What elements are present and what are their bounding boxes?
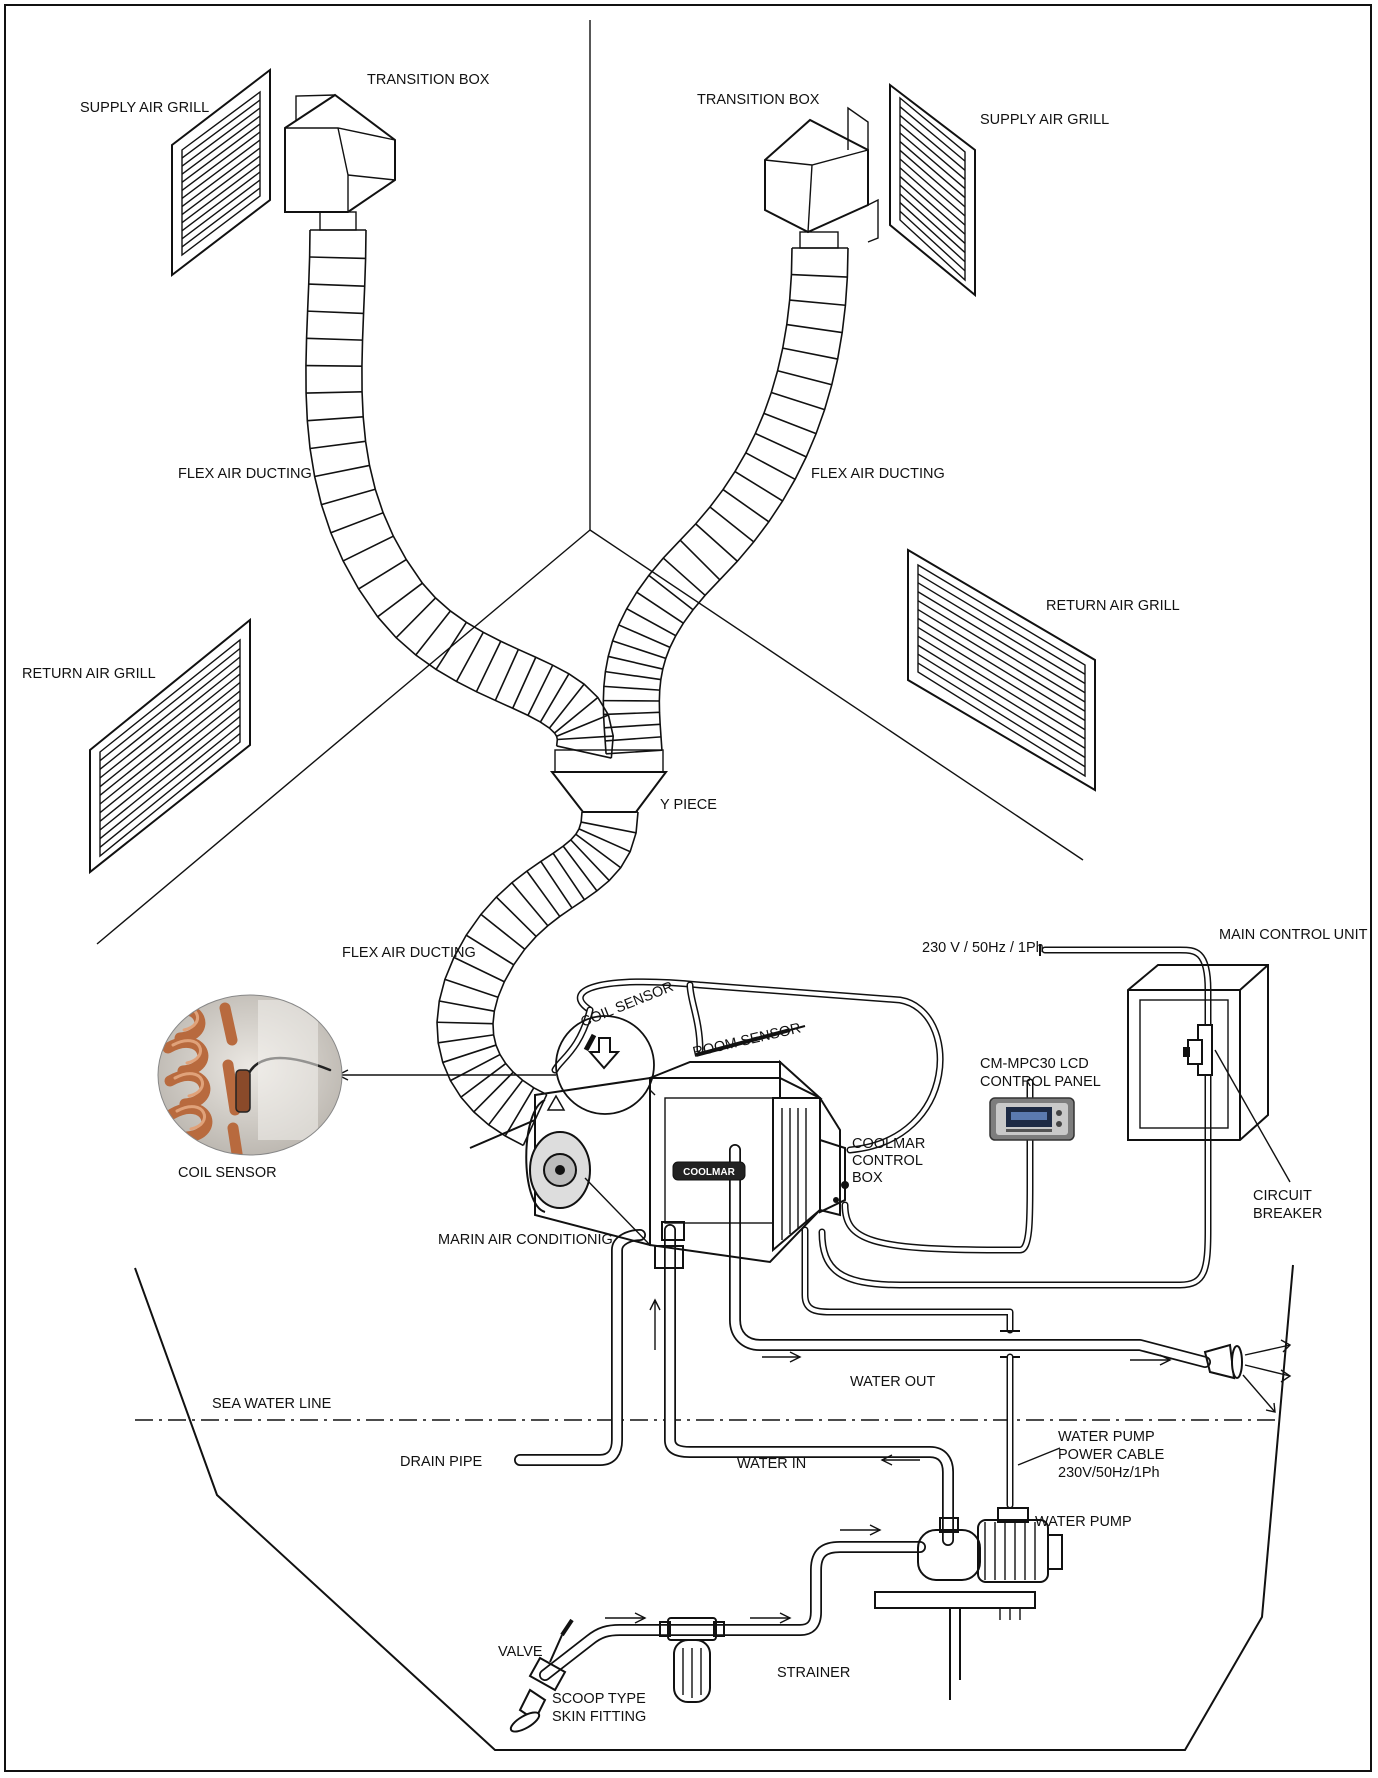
unit-brand-logo: COOLMAR	[683, 1167, 735, 1178]
room-walls	[96, 20, 1084, 945]
labels: TRANSITION BOX SUPPLY AIR GRILL TRANSITI…	[22, 72, 1368, 1725]
label-main-control-unit: MAIN CONTROL UNIT	[1219, 927, 1368, 943]
label-circuit-breaker-line1: CIRCUIT	[1253, 1188, 1312, 1204]
label-transition-box-right: TRANSITION BOX	[697, 92, 820, 108]
label-supply-air-grill-right: SUPPLY AIR GRILL	[980, 112, 1109, 128]
main-control-unit	[1127, 964, 1291, 1183]
label-supply-air-grill-left: SUPPLY AIR GRILL	[80, 100, 209, 116]
valve	[528, 1618, 574, 1692]
label-coolmar-box-line3: BOX	[852, 1170, 883, 1186]
label-flex-air-ducting-bottom: FLEX AIR DUCTING	[342, 945, 476, 961]
control-cables	[551, 944, 1212, 1509]
coil-sensor-photo	[157, 994, 343, 1156]
boat-hull	[134, 1264, 1294, 1751]
label-water-pump: WATER PUMP	[1035, 1514, 1132, 1530]
flow-arrows	[605, 1298, 1172, 1624]
label-drain-pipe: DRAIN PIPE	[400, 1454, 483, 1470]
strainer	[659, 1617, 725, 1703]
drain-pipe	[514, 1229, 646, 1466]
diagram-frame	[4, 4, 1372, 1772]
label-water-pump-cable-line2: POWER CABLE	[1058, 1447, 1165, 1463]
label-lcd-panel-line1: CM-MPC30 LCD	[980, 1056, 1089, 1072]
flex-air-ducting-right	[602, 247, 849, 755]
water-in-pipe	[664, 1224, 954, 1546]
return-air-grill-left	[89, 617, 251, 875]
label-coolmar-box-line2: CONTROL	[852, 1153, 923, 1169]
circuit-breaker	[1183, 1024, 1213, 1076]
suction-pipe	[539, 1541, 926, 1681]
room-sensor	[695, 1025, 806, 1057]
flex-air-ducting-left	[305, 229, 615, 759]
label-room-sensor: ROOM SENSOR	[691, 1020, 802, 1060]
water-outlet-fitting	[1203, 1343, 1243, 1380]
label-y-piece: Y PIECE	[660, 797, 717, 813]
transition-box-left	[284, 93, 396, 231]
label-scoop-line1: SCOOP TYPE	[552, 1691, 646, 1707]
supply-air-grill-right	[889, 82, 976, 298]
label-power-supply: 230 V / 50Hz / 1Ph	[922, 940, 1044, 956]
marine-air-conditioning-unit: COOLMAR	[469, 1059, 849, 1269]
label-marin-ac: MARIN AIR CONDITIONIG	[438, 1232, 613, 1248]
label-water-in: WATER IN	[737, 1456, 806, 1472]
water-pump	[874, 1507, 1063, 1700]
y-piece	[549, 749, 668, 813]
coil-sensor-callout	[336, 1015, 655, 1115]
label-water-pump-cable-line1: WATER PUMP	[1058, 1429, 1155, 1445]
return-air-grill-right	[907, 548, 1096, 792]
lcd-control-panel	[989, 1097, 1075, 1141]
water-out-pipe	[729, 1144, 1211, 1368]
outlet-spray-arrows	[1242, 1339, 1292, 1413]
pump-cable-leader	[1017, 1447, 1061, 1466]
label-flex-air-ducting-right: FLEX AIR DUCTING	[811, 466, 945, 482]
label-scoop-line2: SKIN FITTING	[552, 1709, 646, 1725]
label-circuit-breaker-line2: BREAKER	[1253, 1206, 1322, 1222]
label-water-pump-cable-line3: 230V/50Hz/1Ph	[1058, 1465, 1160, 1481]
label-water-out: WATER OUT	[850, 1374, 936, 1390]
scoop-type-skin-fitting	[509, 1688, 547, 1733]
transition-box-right	[764, 106, 879, 249]
label-flex-air-ducting-left: FLEX AIR DUCTING	[178, 466, 312, 482]
label-return-air-grill-right: RETURN AIR GRILL	[1046, 598, 1180, 614]
label-strainer: STRAINER	[777, 1665, 850, 1681]
label-transition-box-left: TRANSITION BOX	[367, 72, 490, 88]
label-valve: VALVE	[498, 1644, 543, 1660]
label-return-air-grill-left: RETURN AIR GRILL	[22, 666, 156, 682]
label-sea-water-line: SEA WATER LINE	[212, 1396, 332, 1412]
label-coolmar-box-line1: COOLMAR	[852, 1136, 925, 1152]
label-lcd-panel-line2: CONTROL PANEL	[980, 1074, 1101, 1090]
supply-air-grill-left	[171, 67, 271, 278]
label-coil-sensor-photo: COIL SENSOR	[178, 1165, 277, 1181]
